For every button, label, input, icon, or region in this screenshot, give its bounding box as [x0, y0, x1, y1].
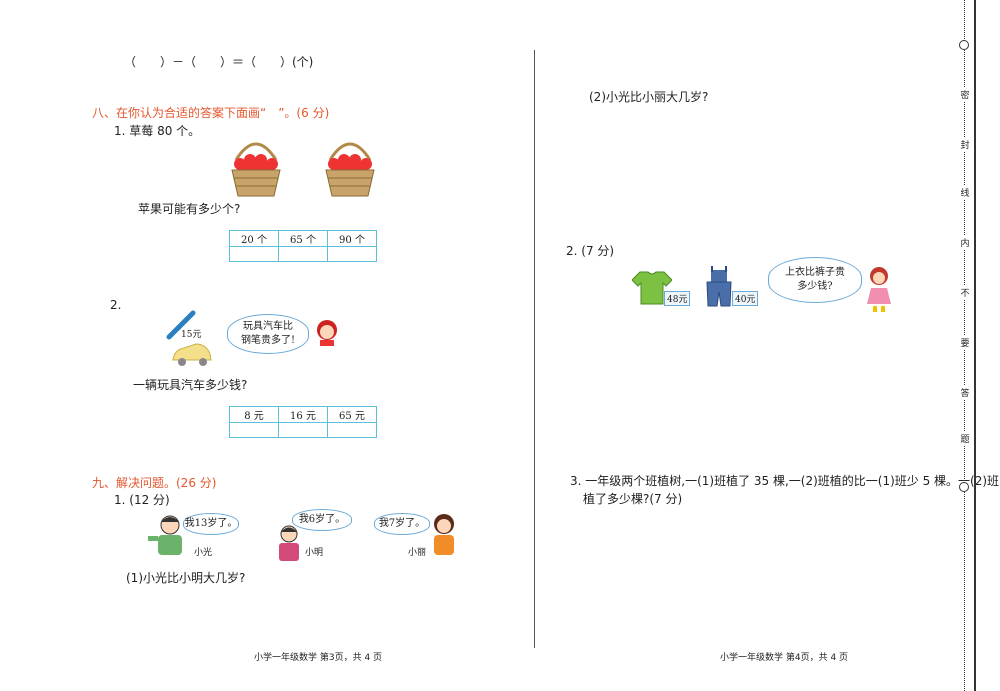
tshirt-icon [632, 271, 672, 305]
option-cell: 65 个 [278, 230, 328, 247]
q8-1-options-table: 20 个 65 个 90 个 [229, 230, 377, 262]
overalls-icon [706, 266, 732, 307]
answer-cell[interactable] [278, 422, 328, 438]
kid-name: 小光 [194, 548, 213, 558]
option-cell: 8 元 [229, 406, 279, 423]
binding-char: 题 [958, 432, 972, 445]
girl-icon [867, 267, 891, 312]
option-cell: 20 个 [229, 230, 279, 247]
section-9-title: 九、解决问题。(26 分) [92, 476, 217, 490]
q9-1-label: 1. (12 分) [114, 493, 170, 507]
strawberry-basket-icon [231, 142, 281, 197]
q3-line2: 植了多少棵?(7 分) [583, 492, 683, 506]
binding-char: 封 [958, 138, 972, 151]
answer-cell[interactable] [229, 422, 279, 438]
q3-line1: 3. 一年级两个班植树,一(1)班植了 35 棵,一(2)班植的比一(1)班少 … [570, 474, 1000, 488]
section-8-title: 八、在你认为合适的答案下面画“ ”。(6 分) [92, 106, 330, 120]
q8-1-question: 苹果可能有多少个? [138, 202, 241, 216]
boy-xiaoming-icon [279, 525, 299, 561]
q8-1-label: 1. 草莓 80 个。 [114, 124, 201, 138]
answer-cell[interactable] [327, 422, 377, 438]
kid-name: 小丽 [408, 548, 427, 558]
boy-xiaoguang-icon [148, 515, 182, 555]
strawberry-basket-icon [325, 142, 375, 197]
answer-cell[interactable] [327, 246, 377, 262]
q2-label: 2. (7 分) [566, 244, 615, 258]
binding-char: 密 [958, 88, 972, 101]
top-formula: （ ）－（ ）＝（ ）(个) [124, 55, 314, 69]
speech-bubble: 我6岁了。 [292, 509, 352, 531]
binding-strip: 密 封 线 内 不 要 答 题 [958, 0, 972, 691]
page-footer-left: 小学一年级数学 第3页，共 4 页 [254, 653, 383, 663]
pants-price-tag: 40元 [732, 291, 759, 306]
binding-char: 内 [958, 236, 972, 249]
q8-2-options-table: 8 元 16 元 65 元 [229, 406, 377, 438]
speech-bubble: 我7岁了。 [374, 513, 430, 535]
binding-char: 要 [958, 336, 972, 349]
binding-char: 答 [958, 386, 972, 399]
kid-name: 小明 [305, 548, 324, 558]
q8-2-question: 一辆玩具汽车多少钱? [133, 378, 248, 392]
q9-1-sub2: (2)小光比小丽大几岁? [589, 90, 709, 104]
shirt-price-tag: 48元 [664, 291, 691, 306]
page-edge [974, 0, 976, 691]
speech-bubble: 我13岁了。 [183, 513, 239, 535]
page-footer-right: 小学一年级数学 第4页，共 4 页 [720, 653, 849, 663]
q9-1-sub1: (1)小光比小明大几岁? [126, 571, 246, 585]
option-cell: 65 元 [327, 406, 377, 423]
toy-car-icon [172, 343, 212, 366]
option-cell: 90 个 [327, 230, 377, 247]
q8-2-label: 2. [110, 298, 122, 312]
answer-cell[interactable] [278, 246, 328, 262]
pen-icon [166, 310, 196, 340]
binding-hole [959, 40, 969, 50]
binding-char: 不 [958, 286, 972, 299]
speech-bubble: 玩具汽车比 钢笔贵多了! [227, 314, 309, 354]
option-cell: 16 元 [278, 406, 328, 423]
page-divider [534, 50, 535, 648]
pen-price: 15元 [181, 330, 202, 340]
answer-cell[interactable] [229, 246, 279, 262]
binding-hole [959, 482, 969, 492]
girl-face-icon [317, 320, 337, 346]
speech-bubble: 上衣比裤子贵 多少钱? [768, 257, 862, 303]
girl-xiaoli-icon [434, 514, 454, 555]
binding-char: 线 [958, 186, 972, 199]
